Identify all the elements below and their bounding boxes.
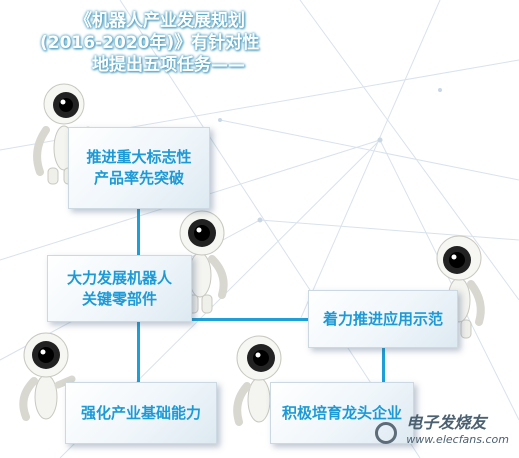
task-3-line-1: 着力推进应用示范 (322, 309, 443, 328)
task-card-2: 大力发展机器人 关键零部件 (47, 255, 192, 322)
title-line-2: (2016-2020年)》有针对性 (40, 33, 260, 53)
task-card-3: 着力推进应用示范 (308, 290, 458, 348)
task-card-4: 强化产业基础能力 (65, 382, 217, 444)
connector-task2-task4 (137, 320, 140, 382)
network-nodes (218, 88, 442, 223)
task-card-5: 积极培育龙头企业 (270, 382, 414, 444)
connector-task3-task5 (382, 346, 385, 382)
title-line-1: 《机器人产业发展规划 (75, 11, 245, 31)
robot-4 (19, 332, 76, 421)
connector-task2-task3 (190, 318, 308, 321)
watermark-url: www.elecfans.com (406, 433, 509, 446)
robot-5 (233, 335, 282, 426)
task-1-line-2: 产品率先突破 (93, 169, 184, 187)
diagram-title: 《机器人产业发展规划 (2016-2020年)》有针对性 地提出五项任务—— (40, 10, 260, 76)
connector-task1-task2 (137, 207, 140, 255)
watermark-chinese: 电子发烧友 (406, 413, 487, 432)
task-card-1: 推进重大标志性 产品率先突破 (68, 127, 210, 209)
title-line-3: 地提出五项任务—— (92, 55, 245, 75)
task-2-line-2: 关键零部件 (81, 289, 157, 308)
task-1-line-1: 推进重大标志性 (86, 148, 192, 166)
watermark-logo-icon (375, 422, 397, 444)
watermark: 电子发烧友 www.elecfans.com (406, 409, 509, 446)
task-4-line-1: 强化产业基础能力 (80, 403, 201, 422)
task-2-line-1: 大力发展机器人 (66, 268, 172, 287)
task-5-line-1: 积极培育龙头企业 (281, 403, 402, 422)
